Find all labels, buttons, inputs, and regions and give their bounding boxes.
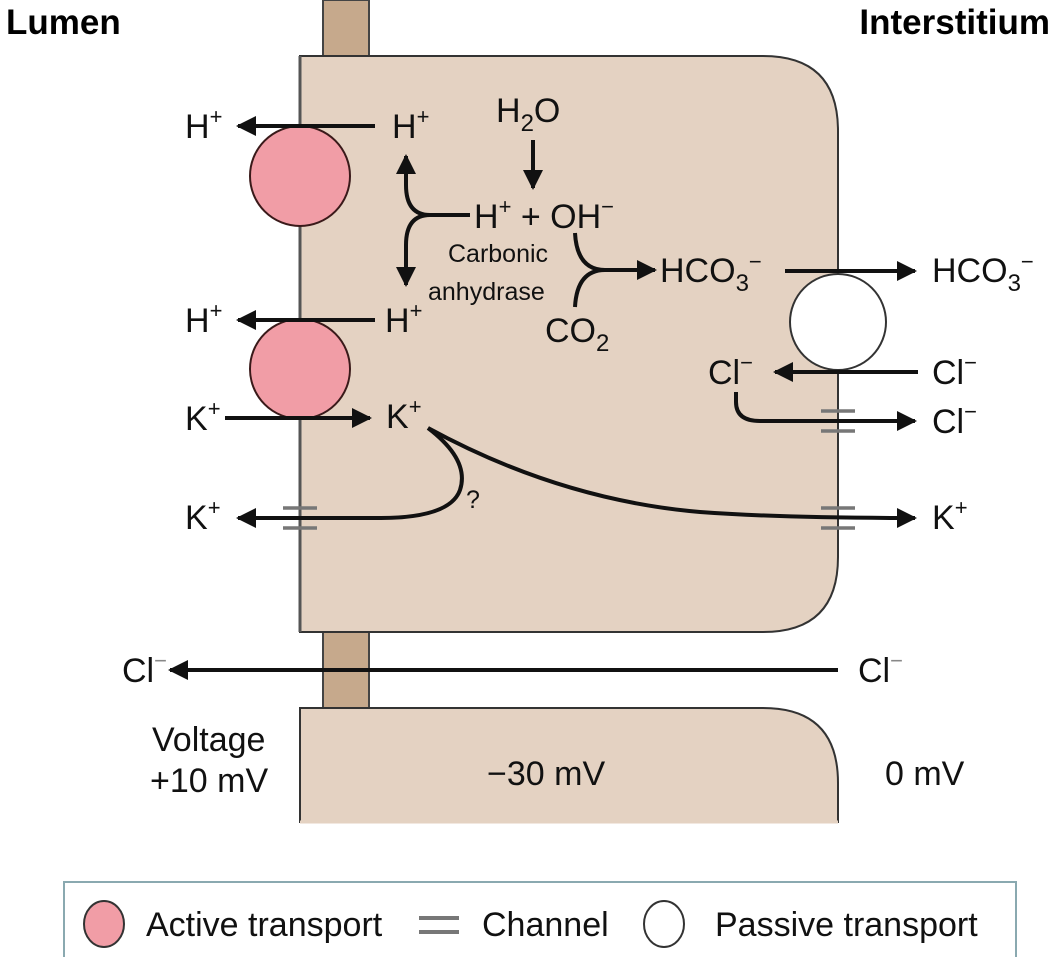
legend-channel-label: Channel — [482, 906, 609, 944]
anhydrase-label: anhydrase — [428, 278, 545, 306]
h-lumen-label-1: H+ — [185, 104, 222, 146]
passive-transport-legend-icon — [643, 900, 685, 948]
cl-cell-label: Cl− — [708, 350, 753, 392]
carbonic-label: Carbonic — [448, 240, 548, 268]
cell-voltage-value: −30 mV — [487, 755, 605, 793]
cl-exit-arrow — [734, 392, 917, 431]
h-lumen-label-2: H+ — [185, 298, 222, 340]
hco3-cell-label: HCO3− — [660, 249, 762, 297]
neighbor-cell — [299, 707, 839, 823]
k-lumen-label-2: K+ — [185, 495, 221, 537]
k-cell-label: K+ — [386, 394, 422, 436]
h-branch-down-arrow — [396, 213, 431, 287]
intercalated-cell — [299, 55, 839, 633]
h-atpase-pump — [249, 125, 351, 227]
legend-box — [63, 881, 1017, 957]
cl-interstitium-paracellular-label: Cl− — [858, 648, 903, 690]
h-cell-label-2: H+ — [385, 298, 422, 340]
active-transport-legend-icon — [83, 900, 125, 948]
tight-junction-top — [322, 0, 370, 57]
lumen-voltage-value: +10 mV — [150, 762, 268, 800]
cl-interstitium-label-2: Cl− — [932, 399, 977, 441]
cl-lumen-paracellular-label: Cl− — [122, 648, 167, 690]
k-interstitium-label: K+ — [932, 495, 968, 537]
voltage-label: Voltage — [152, 721, 265, 759]
legend-passive-label: Passive transport — [715, 906, 978, 944]
interstitium-header: Interstitium — [859, 3, 1050, 42]
unknown-pathway-label: ? — [466, 486, 480, 514]
water-label: H2O — [496, 92, 560, 137]
k-apical-leak-arrow — [236, 426, 464, 528]
cl-interstitium-label-1: Cl− — [932, 350, 977, 392]
cl-hco3-exchanger — [789, 273, 887, 371]
h-oh-label: H+ + OH− — [474, 194, 614, 236]
hco3-interstitium-label: HCO3− — [932, 249, 1034, 297]
interstitium-voltage-value: 0 mV — [885, 755, 965, 793]
hco3-formation-arrow — [573, 260, 657, 308]
co2-label: CO2 — [545, 312, 609, 357]
k-lumen-label-1: K+ — [185, 396, 221, 438]
legend-active-label: Active transport — [146, 906, 383, 944]
lumen-header: Lumen — [6, 3, 121, 42]
h-k-atpase-pump — [249, 318, 351, 420]
k-basolateral-arrow — [427, 426, 917, 528]
h-cell-label-1: H+ — [392, 104, 429, 146]
